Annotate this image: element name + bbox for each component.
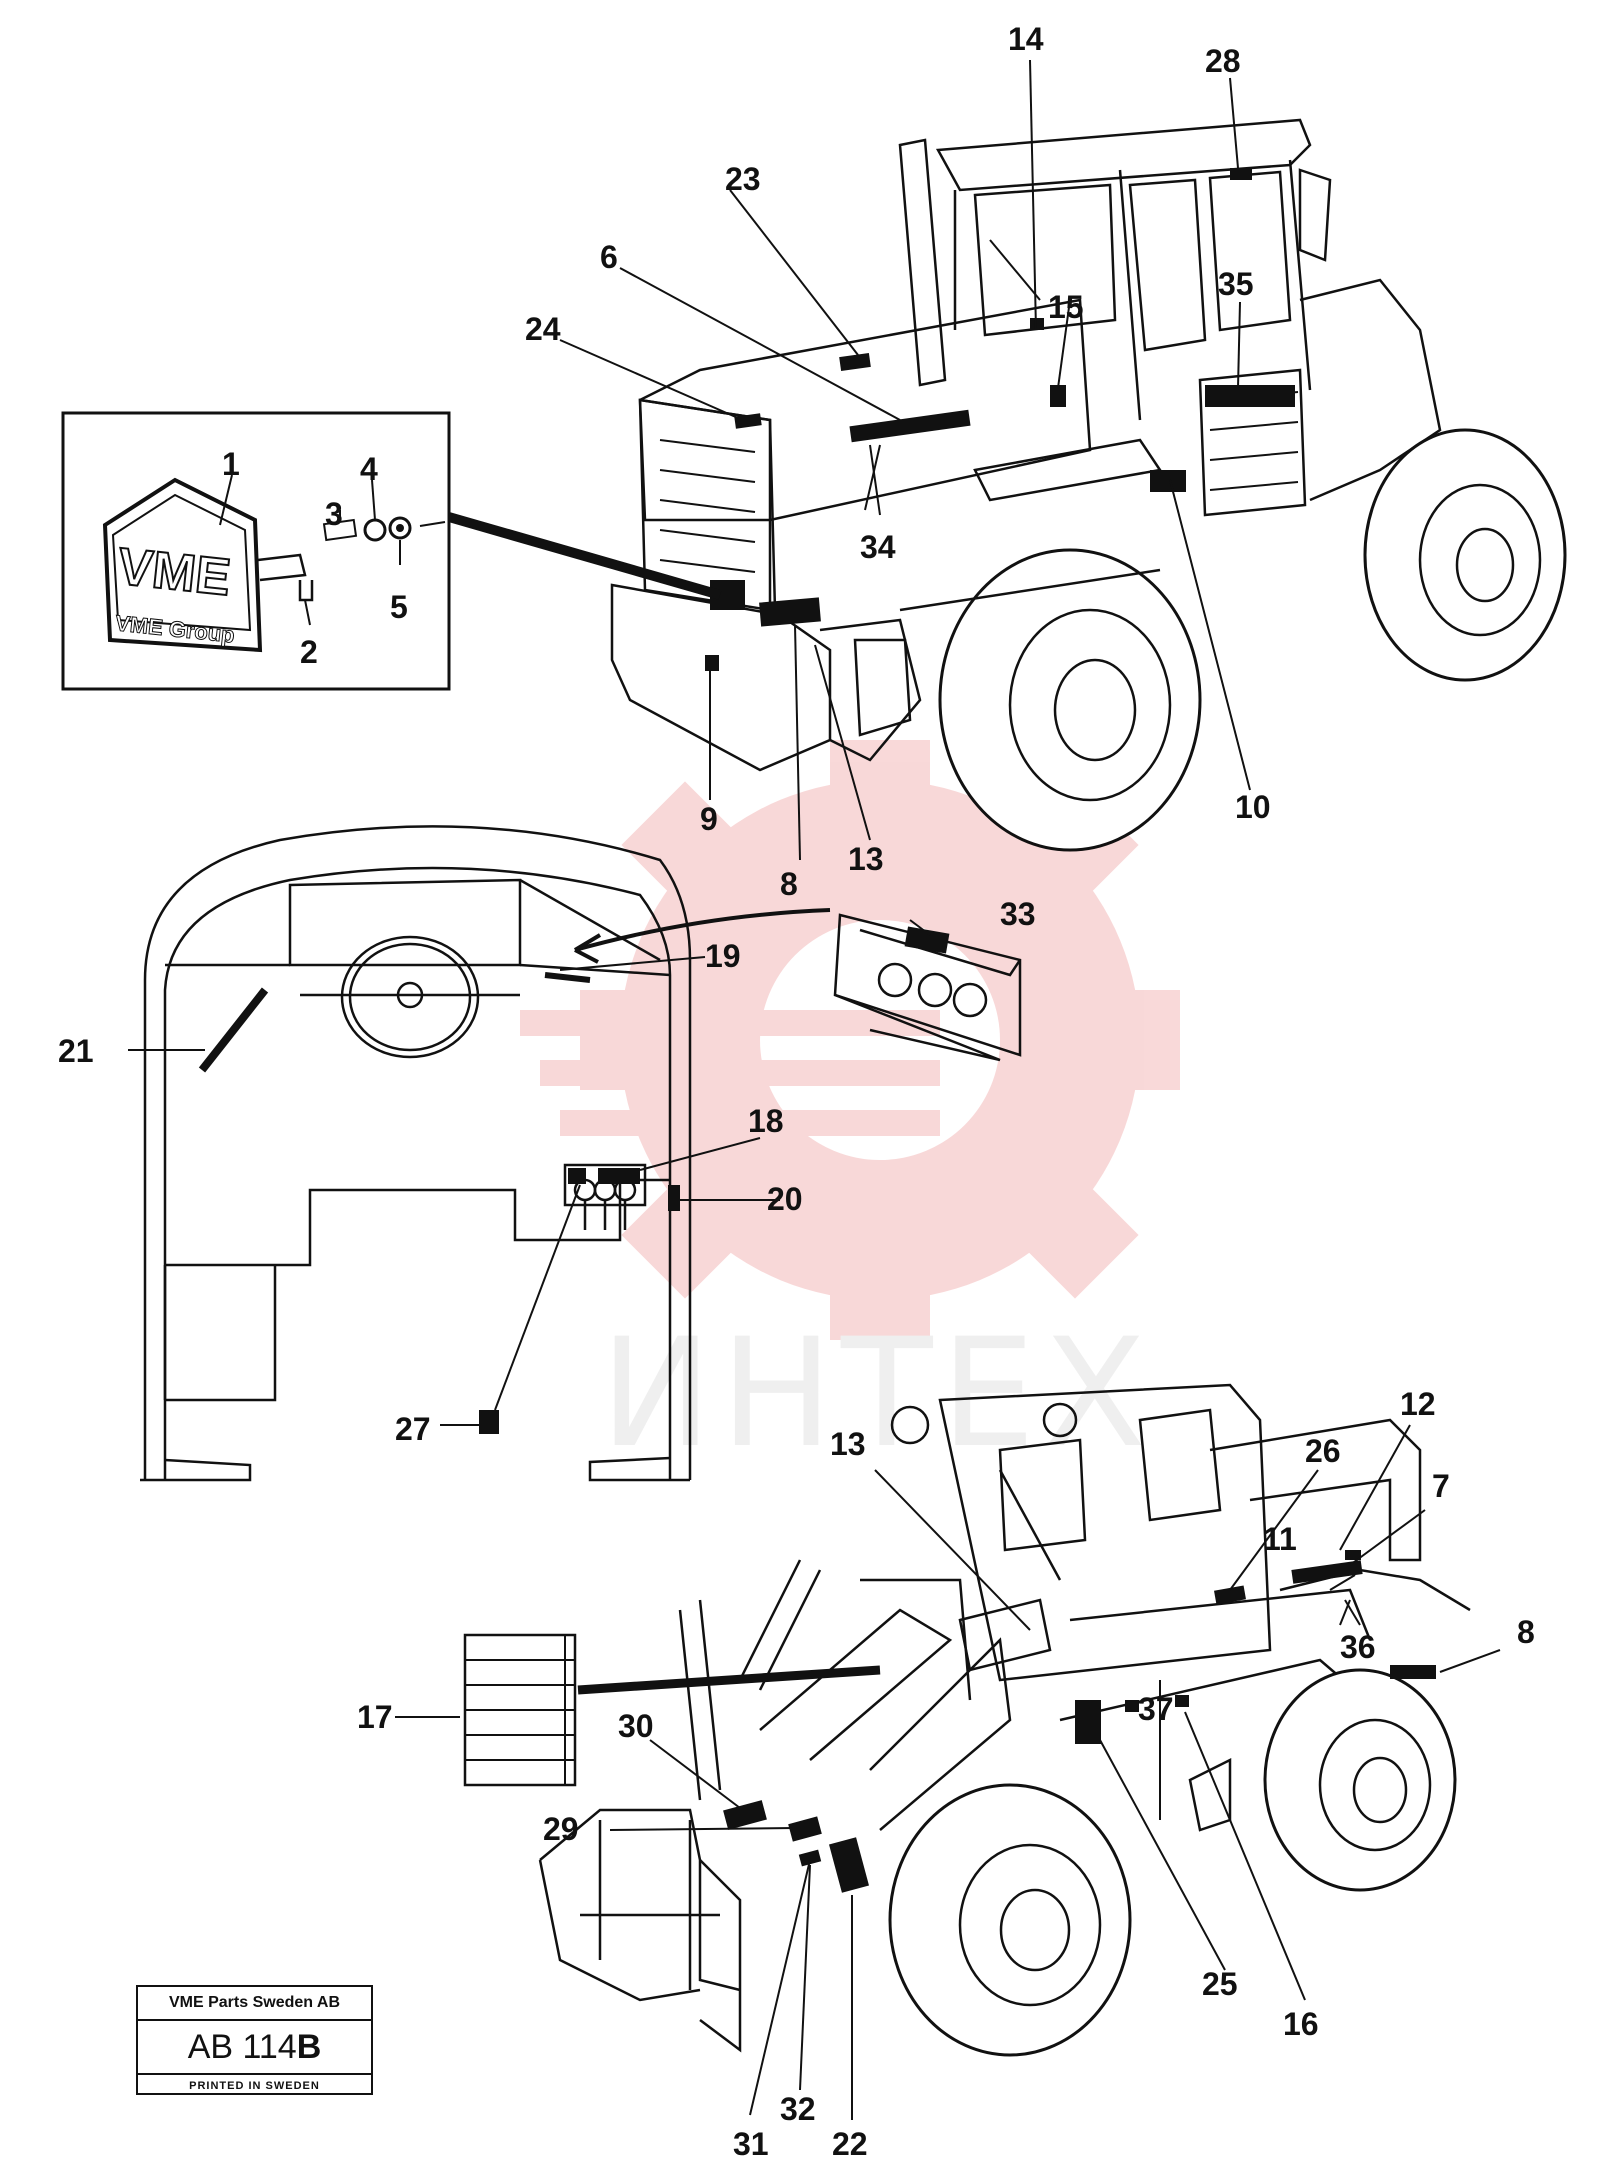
callout-6: 6	[600, 239, 618, 275]
sticker-sheet	[463, 1633, 881, 1787]
callout-14: 14	[1008, 21, 1044, 57]
logo-inset: VME VME Group	[61, 411, 451, 691]
callout-18: 18	[748, 1103, 784, 1139]
callout-numbers: 1 2 3 4 5 6 7 8 8 9 10 11 12 13 13 14 15…	[58, 21, 1535, 2162]
callout-35: 35	[1218, 266, 1254, 302]
callout-1: 1	[222, 446, 240, 482]
code-suffix: B	[296, 2028, 322, 2066]
callout-10: 10	[1235, 789, 1271, 825]
code-prefix: AB 114	[187, 2028, 297, 2066]
callout-28: 28	[1205, 43, 1241, 79]
watermark-bars	[520, 1010, 940, 1136]
callout-23: 23	[725, 161, 761, 197]
callout-20: 20	[767, 1181, 803, 1217]
logo-pointer	[440, 510, 722, 600]
callout-9: 9	[700, 801, 718, 837]
callout-2: 2	[300, 634, 318, 670]
printed-note: PRINTED IN SWEDEN	[138, 2073, 371, 2097]
callout-8a: 8	[780, 866, 798, 902]
callout-31: 31	[733, 2126, 769, 2162]
callout-21: 21	[58, 1033, 94, 1069]
callout-13a: 13	[848, 841, 884, 877]
callout-33: 33	[1000, 896, 1036, 932]
callout-16: 16	[1283, 2006, 1319, 2042]
callout-25: 25	[1202, 1966, 1238, 2002]
callout-8b: 8	[1517, 1614, 1535, 1650]
callout-19: 19	[705, 938, 741, 974]
callout-3: 3	[325, 496, 343, 532]
callout-15: 15	[1048, 289, 1084, 325]
callout-11: 11	[1263, 1521, 1297, 1557]
callout-34: 34	[860, 529, 896, 565]
cab-interior-drawing	[140, 825, 692, 1482]
callout-22: 22	[832, 2126, 868, 2162]
callout-17: 17	[357, 1699, 393, 1735]
leader-lines-middle	[128, 919, 931, 1426]
leader-lines-top	[559, 59, 1251, 861]
callout-30: 30	[618, 1708, 654, 1744]
callout-4: 4	[360, 451, 378, 487]
leader-lines-bottom	[395, 1424, 1501, 2120]
instrument-panel-drawing	[573, 908, 1022, 1062]
company-name: VME Parts Sweden AB	[138, 1987, 371, 2021]
gear-hole	[760, 920, 1000, 1160]
callout-36: 36	[1340, 1629, 1376, 1665]
callout-37: 37	[1138, 1691, 1174, 1727]
top-loader-drawing	[610, 118, 1567, 852]
callout-13b: 13	[830, 1426, 866, 1462]
callout-12: 12	[1400, 1386, 1436, 1422]
callout-24: 24	[525, 311, 561, 347]
document-stamp: VME Parts Sweden AB AB 114B PRINTED IN S…	[136, 1985, 373, 2095]
callout-27: 27	[395, 1411, 431, 1447]
logo-plate-text: VME	[115, 538, 233, 607]
callout-32: 32	[780, 2091, 816, 2127]
callout-26: 26	[1305, 1433, 1341, 1469]
bottom-loader-drawing	[538, 1383, 1471, 2057]
document-code: AB 114B	[138, 2021, 371, 2073]
callout-7: 7	[1432, 1468, 1450, 1504]
callout-29: 29	[543, 1811, 579, 1847]
callout-5: 5	[390, 589, 408, 625]
